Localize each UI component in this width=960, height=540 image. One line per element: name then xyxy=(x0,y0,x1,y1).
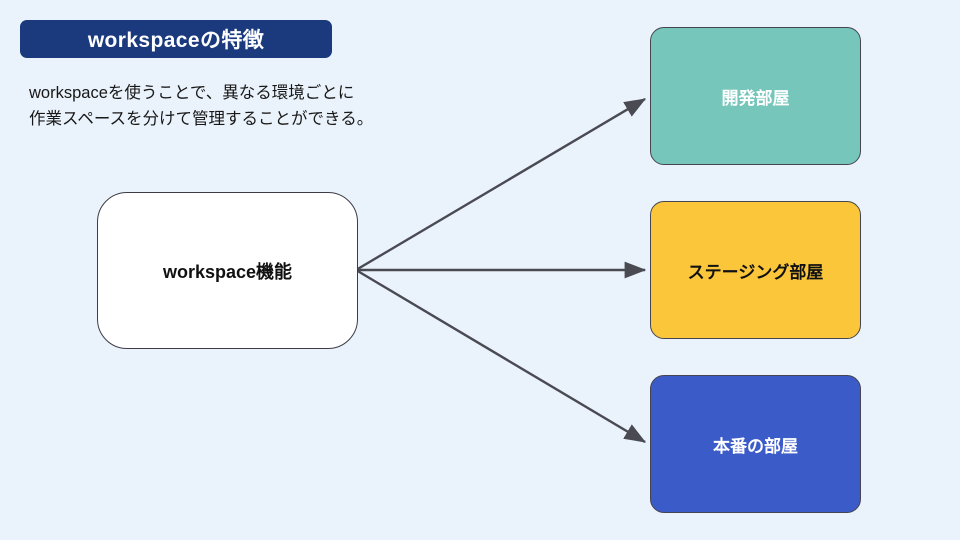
description-text: workspaceを使うことで、異なる環境ごとに 作業スペースを分けて管理するこ… xyxy=(29,80,449,132)
node-production-room: 本番の部屋 xyxy=(650,375,861,513)
node-production-room-label: 本番の部屋 xyxy=(713,436,798,456)
description-line-2: 作業スペースを分けて管理することができる。 xyxy=(29,110,374,128)
description-line-1: workspaceを使うことで、異なる環境ごとに xyxy=(29,84,355,102)
title-badge: workspaceの特徴 xyxy=(20,20,332,58)
node-staging-room-label: ステージング部屋 xyxy=(687,262,824,282)
arrow-to-prod xyxy=(355,268,647,444)
title-badge-label: workspaceの特徴 xyxy=(87,29,265,52)
node-workspace-feature-label: workspace機能 xyxy=(162,261,293,282)
node-staging-room: ステージング部屋 xyxy=(650,201,861,339)
node-dev-room: 開発部屋 xyxy=(650,27,861,165)
node-workspace-feature: workspace機能 xyxy=(97,192,358,349)
node-dev-room-label: 開発部屋 xyxy=(721,88,790,108)
